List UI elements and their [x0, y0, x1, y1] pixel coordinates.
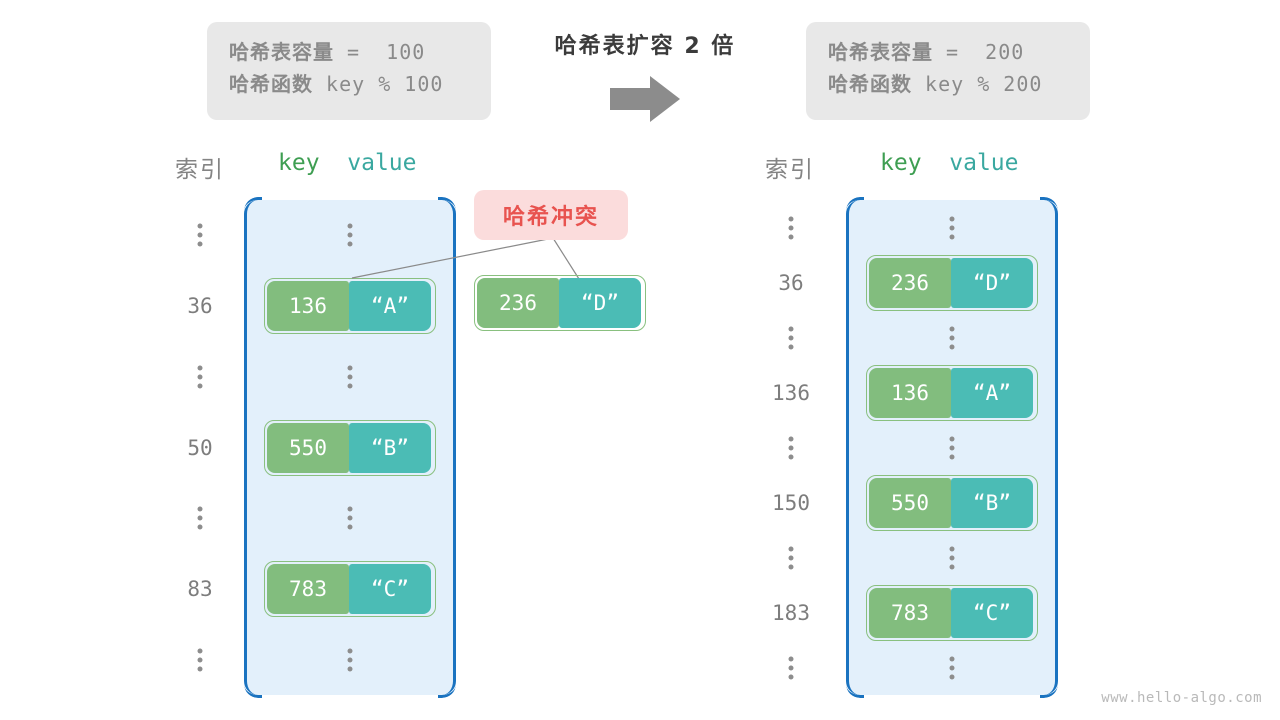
- key-cell: 550: [267, 422, 349, 473]
- index-ellipsis: [197, 365, 203, 389]
- slot-ellipsis: [347, 365, 353, 389]
- hashfn-label-after: 哈希函数: [828, 72, 912, 96]
- value-cell: “A”: [951, 367, 1033, 418]
- detached-key: 236: [477, 278, 559, 328]
- key-cell: 783: [267, 563, 349, 614]
- arrow-shaft: [610, 88, 654, 110]
- index-label: 150: [772, 490, 810, 515]
- index-ellipsis: [788, 546, 794, 569]
- key-cell: 783: [869, 587, 951, 638]
- key-cell: 236: [869, 257, 951, 308]
- value-cell: “A”: [349, 281, 431, 332]
- arrow-right-wrapper: [520, 76, 770, 122]
- value-cell: “D”: [951, 257, 1033, 308]
- index-ellipsis: [788, 656, 794, 679]
- key-header-left: key: [278, 150, 320, 176]
- key-value-pair: 550“B”: [264, 419, 436, 476]
- value-cell: “C”: [349, 563, 431, 614]
- slot-ellipsis: [949, 656, 955, 679]
- hashfn-value-after: key % 200: [912, 72, 1043, 96]
- capacity-label-after: 哈希表容量: [828, 40, 933, 64]
- key-value-pair: 136“A”: [264, 278, 436, 335]
- kv-header-right: key value: [880, 150, 1019, 176]
- slot-ellipsis: [949, 546, 955, 569]
- index-label: 183: [772, 600, 810, 625]
- value-header-left: value: [347, 150, 417, 176]
- index-label: 83: [187, 576, 213, 601]
- collision-badge: 哈希冲突: [474, 190, 628, 240]
- slot-ellipsis: [949, 216, 955, 239]
- hashfn-value-before: key % 100: [313, 72, 444, 96]
- hashfn-label-before: 哈希函数: [229, 72, 313, 96]
- key-cell: 136: [869, 367, 951, 418]
- diagram-title: 哈希表扩容 2 倍: [554, 34, 736, 59]
- arrow-right-icon: [610, 76, 680, 122]
- slot-ellipsis: [949, 436, 955, 459]
- slot-ellipsis: [347, 648, 353, 672]
- arrow-head: [650, 76, 680, 122]
- index-header-right: 索引: [765, 157, 815, 183]
- capacity-value-before: = 100: [334, 40, 426, 64]
- value-cell: “B”: [349, 422, 431, 473]
- index-label: 36: [187, 294, 213, 319]
- index-label: 50: [187, 435, 213, 460]
- key-value-pair: 236“D”: [866, 254, 1038, 311]
- index-ellipsis: [788, 216, 794, 239]
- detached-pair-cell: 236 “D”: [474, 275, 646, 331]
- value-cell: “C”: [951, 587, 1033, 638]
- index-label: 36: [778, 270, 804, 295]
- connector-to-detached-cell: [552, 237, 580, 280]
- index-ellipsis: [788, 436, 794, 459]
- index-label: 136: [772, 380, 810, 405]
- capacity-line-before: 哈希表容量 = 100: [229, 36, 469, 68]
- key-cell: 550: [869, 477, 951, 528]
- watermark: www.hello-algo.com: [1101, 690, 1262, 706]
- slot-ellipsis: [347, 506, 353, 530]
- hash-table-before: 136“A” 550“B” 783“C”: [244, 200, 456, 695]
- slot-ellipsis: [347, 223, 353, 247]
- key-value-pair: 783“C”: [866, 584, 1038, 641]
- capacity-label-before: 哈希表容量: [229, 40, 334, 64]
- kv-header-left: key value: [278, 150, 417, 176]
- capacity-value-after: = 200: [933, 40, 1025, 64]
- hashfn-line-after: 哈希函数 key % 200: [828, 68, 1068, 100]
- index-ellipsis: [197, 648, 203, 672]
- key-value-pair: 783“C”: [264, 560, 436, 617]
- hashfn-line-before: 哈希函数 key % 100: [229, 68, 469, 100]
- index-ellipsis: [197, 506, 203, 530]
- detached-value: “D”: [559, 278, 641, 328]
- index-ellipsis: [788, 326, 794, 349]
- value-header-right: value: [949, 150, 1019, 176]
- value-cell: “B”: [951, 477, 1033, 528]
- info-box-before: 哈希表容量 = 100 哈希函数 key % 100: [207, 22, 491, 120]
- key-header-right: key: [880, 150, 922, 176]
- key-value-pair: 136“A”: [866, 364, 1038, 421]
- key-cell: 136: [267, 281, 349, 332]
- index-ellipsis: [197, 223, 203, 247]
- key-value-pair: 550“B”: [866, 474, 1038, 531]
- index-header-left: 索引: [175, 157, 225, 183]
- slot-ellipsis: [949, 326, 955, 349]
- hash-table-after: 236“D” 136“A” 550“B” 783“C”: [846, 200, 1058, 695]
- info-box-after: 哈希表容量 = 200 哈希函数 key % 200: [806, 22, 1090, 120]
- capacity-line-after: 哈希表容量 = 200: [828, 36, 1068, 68]
